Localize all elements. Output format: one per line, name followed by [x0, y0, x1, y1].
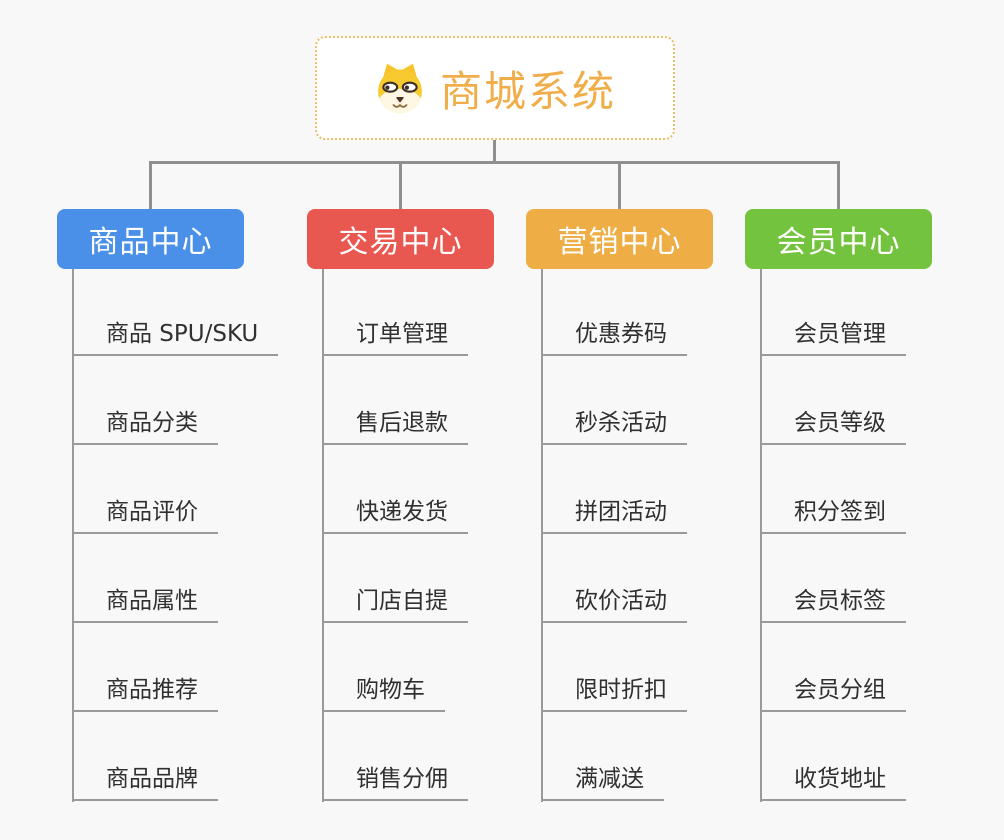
branch-subtree-member: 会员管理 会员等级 积分签到 会员标签 会员分组 收货地址 [760, 269, 906, 802]
leaf-node[interactable]: 会员管理 [760, 321, 906, 356]
leaf-node[interactable]: 收货地址 [760, 766, 906, 801]
leaf-node[interactable]: 快递发货 [322, 499, 468, 534]
branch-subtree-marketing: 优惠券码 秒杀活动 拼团活动 砍价活动 限时折扣 满减送 [541, 269, 687, 802]
root-node[interactable]: 商城系统 [315, 36, 675, 140]
leaf-node[interactable]: 拼团活动 [541, 499, 687, 534]
leaf-node[interactable]: 秒杀活动 [541, 410, 687, 445]
dog-face-icon [378, 63, 422, 114]
connector-stub [399, 161, 402, 209]
leaf-node[interactable]: 会员标签 [760, 588, 906, 623]
branch-label: 交易中心 [338, 225, 463, 260]
branch-label: 会员中心 [776, 225, 901, 260]
branch-subtree-trade: 订单管理 售后退款 快递发货 门店自提 购物车 销售分佣 [322, 269, 468, 802]
leaf-node[interactable]: 商品 SPU/SKU [72, 321, 279, 356]
root-title: 商城系统 [439, 66, 616, 116]
leaf-node[interactable]: 满减送 [541, 766, 664, 801]
leaf-node[interactable]: 砍价活动 [541, 588, 687, 623]
branch-subtree-products: 商品 SPU/SKU 商品分类 商品评价 商品属性 商品推荐 商品品牌 [72, 269, 279, 802]
connector-stub [837, 161, 840, 209]
branch-label: 营销中心 [557, 225, 682, 260]
leaf-node[interactable]: 商品评价 [72, 499, 218, 534]
leaf-node[interactable]: 销售分佣 [322, 766, 468, 801]
leaf-node[interactable]: 商品属性 [72, 588, 218, 623]
leaf-node[interactable]: 会员等级 [760, 410, 906, 445]
branch-label: 商品中心 [88, 225, 213, 260]
leaf-node[interactable]: 优惠券码 [541, 321, 687, 356]
branch-node-product-center[interactable]: 商品中心 [57, 209, 244, 269]
leaf-node[interactable]: 会员分组 [760, 677, 906, 712]
leaf-node[interactable]: 商品分类 [72, 410, 218, 445]
leaf-node[interactable]: 订单管理 [322, 321, 468, 356]
leaf-node[interactable]: 限时折扣 [541, 677, 687, 712]
leaf-node[interactable]: 购物车 [322, 677, 445, 712]
branch-node-trade-center[interactable]: 交易中心 [307, 209, 494, 269]
connector-stem [493, 140, 496, 163]
connector-stub [618, 161, 621, 209]
branch-node-member-center[interactable]: 会员中心 [745, 209, 932, 269]
leaf-node[interactable]: 积分签到 [760, 499, 906, 534]
connector-stub [149, 161, 152, 209]
leaf-node[interactable]: 售后退款 [322, 410, 468, 445]
leaf-node[interactable]: 商品品牌 [72, 766, 218, 801]
leaf-node[interactable]: 商品推荐 [72, 677, 218, 712]
connector-crossbar [149, 161, 840, 164]
branch-node-marketing-center[interactable]: 营销中心 [526, 209, 713, 269]
leaf-node[interactable]: 门店自提 [322, 588, 468, 623]
